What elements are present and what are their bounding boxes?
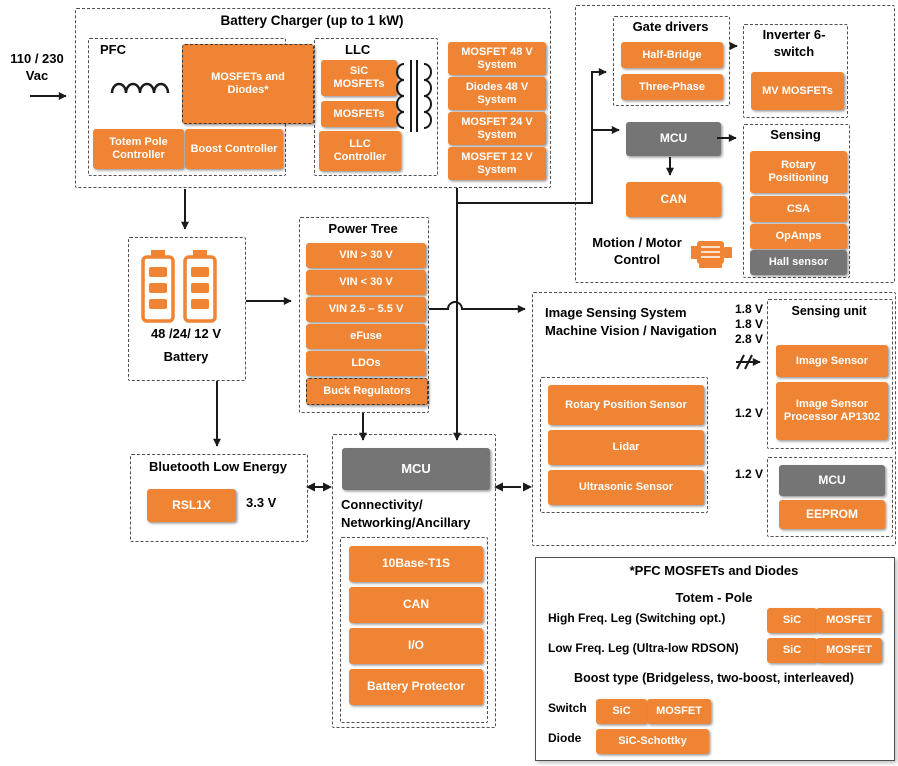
motor-sensing-title: Sensing [770, 127, 821, 142]
charger-output-48v-diodes-block: Diodes 48 V System [448, 77, 546, 110]
rail-voltage-3: 2.8 V [735, 332, 764, 346]
motion-motor-control-label: Motion / Motor Control [592, 235, 682, 267]
connectivity-title-line2: Networking/Ancillary [341, 515, 471, 530]
rail-voltage-2: 1.8 V [735, 317, 764, 331]
connectivity-item-can: CAN [349, 587, 483, 623]
low-freq-sic-chip: SiC [767, 638, 817, 663]
connectivity-item-battery-protector: Battery Protector [349, 669, 483, 705]
totem-pole-controller-block: Totem Pole Controller [93, 129, 184, 169]
image-sensing-group [532, 292, 896, 546]
totem-pole-title: Totem - Pole [675, 590, 753, 605]
lidar-block: Lidar [548, 430, 704, 465]
connectivity-item-io: I/O [349, 628, 483, 664]
power-tree-item-vin-lt-30: VIN < 30 V [306, 270, 426, 295]
opamps-block: OpAmps [750, 224, 847, 249]
arrow-power-tree-to-image-sensing [429, 301, 526, 313]
power-tree-item-buck-regulators: Buck Regulators [306, 378, 428, 405]
connectivity-title-line1: Connectivity/ [341, 497, 423, 512]
connectivity-mcu-block: MCU [342, 448, 490, 490]
charger-output-24v-mosfet-block: MOSFET 24 V System [448, 112, 546, 145]
low-freq-leg-label: Low Freq. Leg (Ultra-low RDSON) [548, 641, 739, 655]
switch-mosfet-chip: MOSFET [647, 699, 711, 724]
ac-input-line1: 110 / 230 [10, 51, 64, 66]
three-phase-block: Three-Phase [621, 74, 723, 100]
battery-voltage-label: 48 /24/ 12 V [150, 326, 222, 341]
bluetooth-title: Bluetooth Low Energy [149, 459, 287, 474]
rotary-position-sensor-block: Rotary Position Sensor [548, 385, 704, 425]
switch-label: Switch [548, 701, 587, 715]
low-freq-mosfet-chip: MOSFET [816, 638, 882, 663]
diode-label: Diode [548, 731, 582, 745]
boost-controller-block: Boost Controller [185, 129, 283, 169]
connectivity-group [332, 434, 496, 728]
sensing-unit-group [767, 299, 893, 449]
bluetooth-group [130, 454, 308, 542]
switch-sic-chip: SiC [596, 699, 647, 724]
inverter-group [743, 24, 848, 118]
diode-sic-schottky-chip: SiC-Schottky [596, 729, 709, 754]
gate-drivers-title: Gate drivers [632, 19, 709, 34]
ultrasonic-sensor-block: Ultrasonic Sensor [548, 470, 704, 505]
csa-block: CSA [750, 196, 847, 222]
eeprom-block: EEPROM [779, 500, 885, 529]
high-freq-mosfet-chip: MOSFET [816, 608, 882, 633]
battery-charger-title: Battery Charger (up to 1 kW) [220, 13, 404, 28]
image-sensing-mcu-block: MCU [779, 465, 885, 496]
pfc-mosfets-diodes-block: MOSFETs and Diodes* [182, 44, 314, 124]
motor-mcu-block: MCU [626, 122, 721, 156]
image-sensors-group [540, 377, 708, 513]
llc-title: LLC [345, 42, 371, 57]
battery-label: Battery [163, 349, 209, 364]
power-tree-item-efuse: eFuse [306, 324, 426, 349]
image-sensing-title-line2: Machine Vision / Navigation [545, 323, 717, 338]
power-tree-group [299, 217, 429, 413]
llc-controller-block: LLC Controller [319, 131, 401, 171]
battery-group [128, 237, 246, 381]
inverter-title: Inverter 6-switch [762, 27, 826, 59]
power-tree-item-ldos: LDOs [306, 351, 426, 376]
sensing-unit-title: Sensing unit [791, 304, 867, 318]
image-sensor-block: Image Sensor [776, 345, 888, 377]
pfc-title: PFC [100, 42, 126, 57]
hall-sensor-block: Hall sensor [750, 250, 847, 275]
charger-output-12v-mosfet-block: MOSFET 12 V System [448, 147, 546, 180]
ac-input-label: 110 / 230 Vac [0, 51, 74, 85]
half-bridge-block: Half-Bridge [621, 42, 723, 68]
llc-group [314, 38, 438, 176]
rsl1x-block: RSL1X [147, 489, 236, 522]
gate-drivers-group [613, 16, 730, 106]
charger-output-48v-mosfet-block: MOSFET 48 V System [448, 42, 546, 75]
image-sensing-title-line1: Image Sensing System [545, 305, 687, 320]
motor-sensing-group [743, 124, 850, 278]
rotary-positioning-block: Rotary Positioning [750, 151, 847, 193]
high-freq-leg-label: High Freq. Leg (Switching opt.) [548, 611, 726, 625]
power-tree-title: Power Tree [328, 221, 398, 236]
mv-mosfets-block: MV MOSFETs [751, 72, 844, 110]
power-tree-item-vin-2v5-5v5: VIN 2.5 – 5.5 V [306, 297, 426, 322]
rail-voltage-1: 1.8 V [735, 302, 764, 316]
bluetooth-voltage-label: 3.3 V [246, 495, 277, 510]
high-freq-sic-chip: SiC [767, 608, 817, 633]
pfc-detail-title: *PFC MOSFETs and Diodes [629, 563, 799, 578]
processor-voltage-label: 1.2 V [735, 406, 764, 420]
camera-mcu-group [767, 457, 893, 537]
motor-can-block: CAN [626, 182, 721, 217]
image-sensor-processor-block: Image Sensor Processor AP1302 [776, 382, 888, 440]
boost-type-title: Boost type (Bridgeless, two-boost, inter… [574, 671, 854, 685]
connectivity-item-10base-t1s: 10Base-T1S [349, 546, 483, 582]
ac-input-line2: Vac [25, 67, 49, 83]
power-tree-item-vin-gt-30: VIN > 30 V [306, 243, 426, 268]
connectivity-items-group [340, 537, 488, 723]
sic-mosfets-block: SiC MOSFETs [321, 60, 397, 96]
camera-mcu-voltage-label: 1.2 V [735, 467, 764, 481]
mosfets-block: MOSFETs [321, 101, 397, 127]
